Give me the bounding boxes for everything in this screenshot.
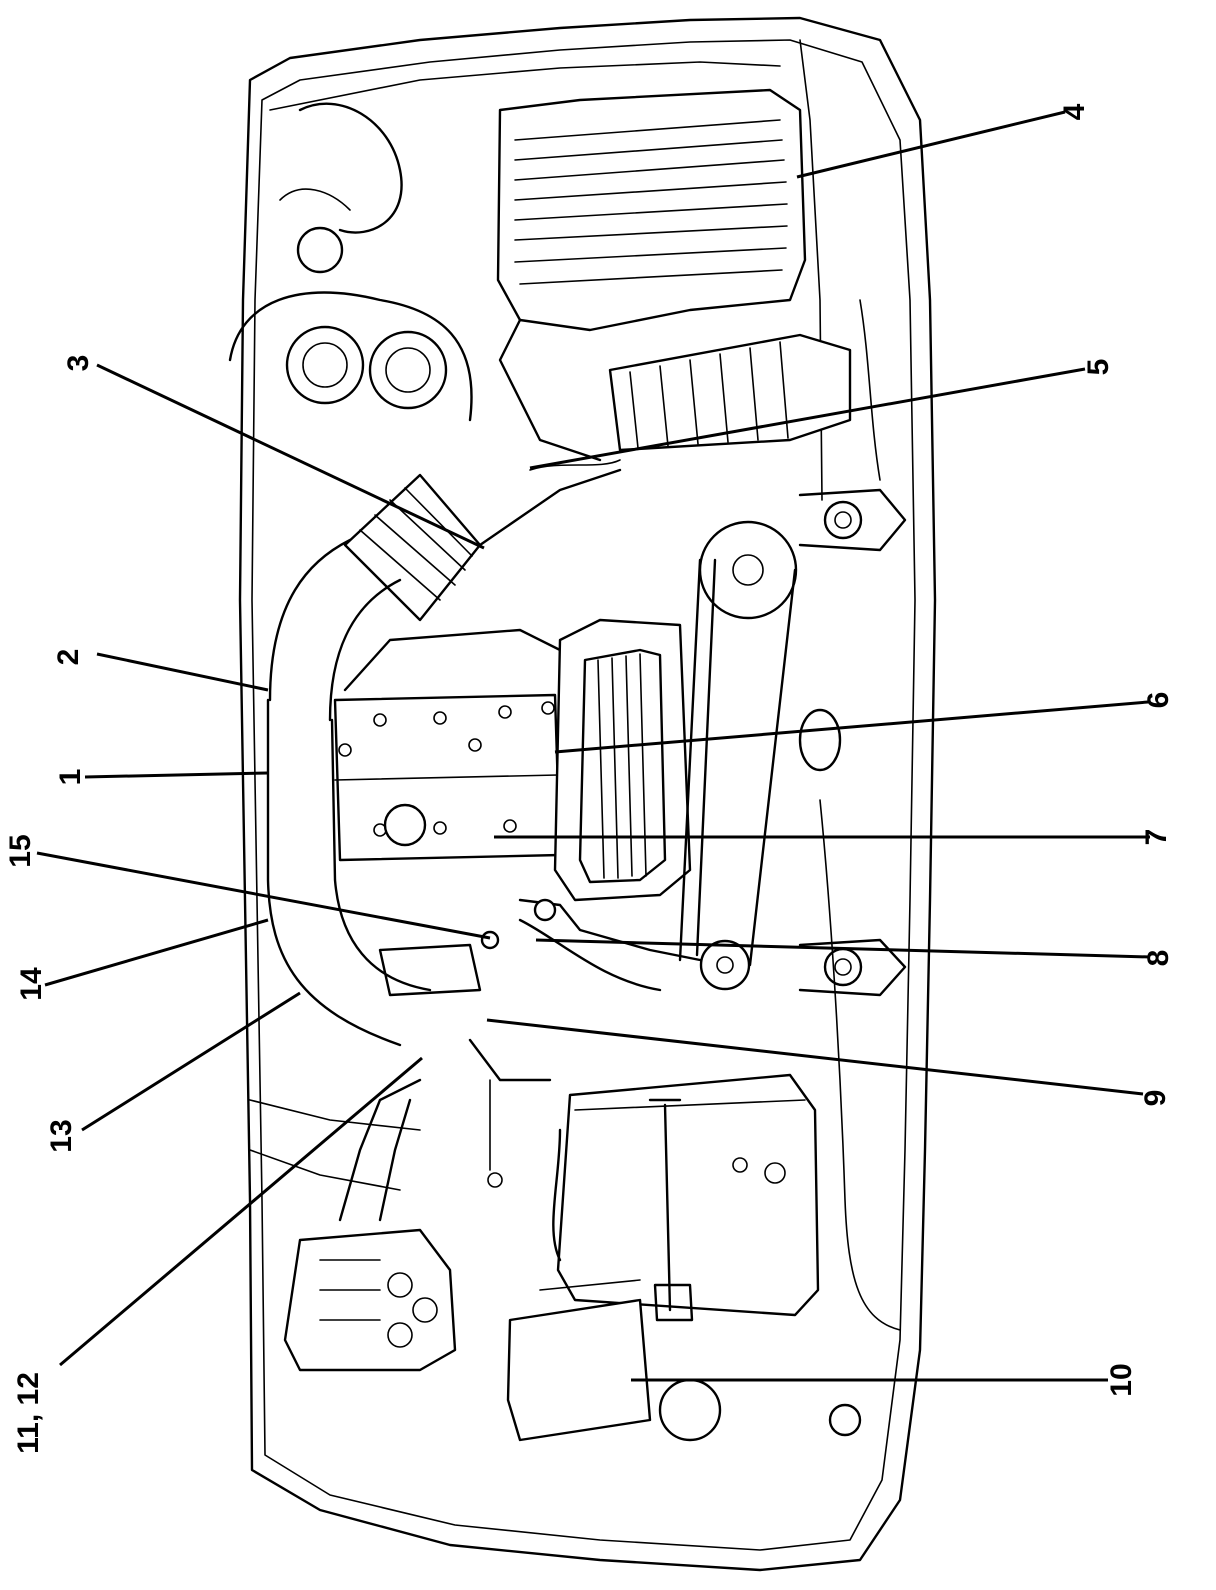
air-filter-element [553,618,692,902]
callout-10: 10 [1105,1363,1138,1396]
leader-15 [36,851,491,940]
sensor-area [378,898,702,1082]
callout-leaders [36,110,1151,1382]
intake-bellows [343,468,622,622]
brake-booster-area [228,102,473,422]
battery [552,1073,820,1322]
callout-1: 1 [54,769,87,786]
callout-9: 9 [1139,1090,1172,1107]
callout-5: 5 [1082,359,1115,376]
drive-belt-pulleys [678,520,798,991]
callout-13: 13 [45,1119,78,1152]
strut-mounts [798,488,907,997]
fuse-box [506,1279,862,1442]
callout-8: 8 [1142,950,1175,967]
callout-14: 14 [15,967,48,1001]
leader-1 [84,771,269,779]
callout-labels: 1 2 3 4 5 6 7 8 9 10 11, 12 13 14 15 [4,103,1175,1454]
misc-harness-lines [249,299,901,1331]
callout-11-12: 11, 12 [12,1372,45,1454]
leader-4 [796,110,1066,179]
leader-2 [96,652,269,692]
air-cleaner-housing [496,88,807,332]
callout-15: 15 [4,834,37,867]
leader-9 [486,1018,1144,1096]
engine-compartment-outline [238,16,937,1572]
air-intake-duct [498,318,852,462]
leader-6 [554,700,1149,754]
callout-6: 6 [1142,692,1175,709]
abs-modulator [283,1078,457,1372]
leader-8 [535,938,1151,959]
leader-14 [44,918,269,987]
callout-4: 4 [1058,103,1091,120]
callout-2: 2 [52,649,85,666]
leader-13 [81,991,301,1132]
valve-cover [333,628,562,862]
leader-11-12 [59,1056,423,1367]
callout-7: 7 [1140,829,1173,846]
leader-5 [529,367,1086,470]
callout-3: 3 [62,355,95,372]
leader-3 [96,363,485,550]
